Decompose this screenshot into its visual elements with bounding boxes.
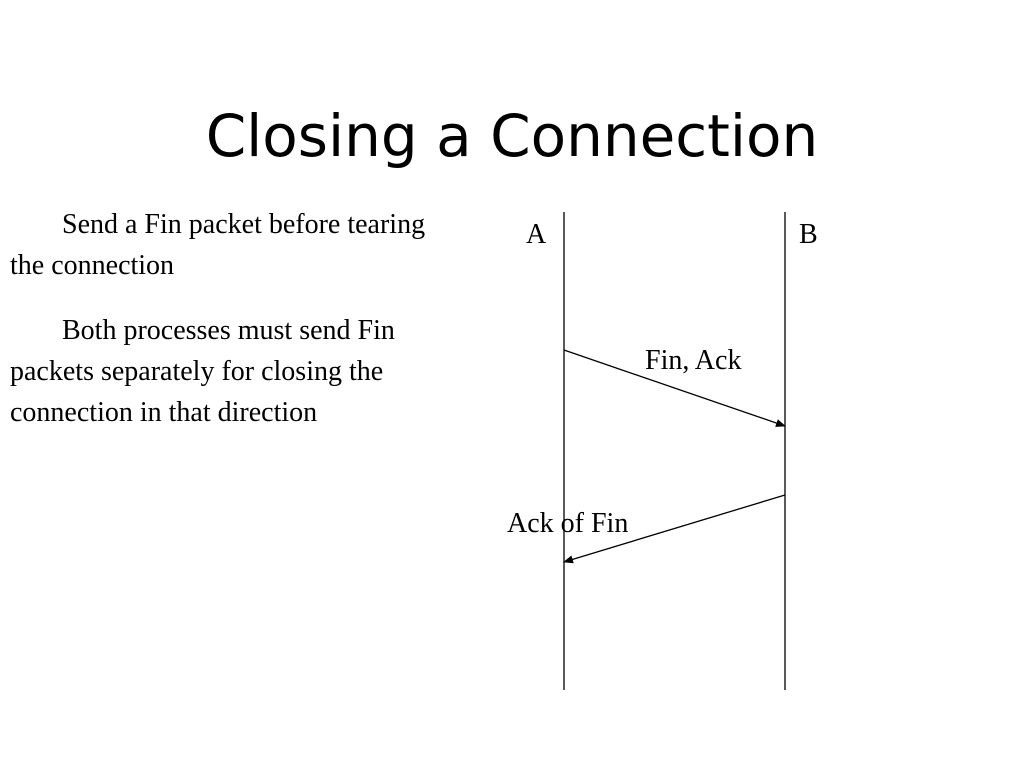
message-label-fin-ack: Fin, Ack — [645, 345, 741, 376]
endpoint-label-b: B — [799, 219, 818, 250]
message-label-ack-of-fin: Ack of Fin — [507, 508, 628, 539]
paragraph-both-processes: Both processes must send Fin packets sep… — [10, 315, 395, 428]
endpoint-label-a: A — [526, 219, 547, 250]
message-arrow-ack-of-fin — [563, 494, 786, 564]
paragraph-fin-packet: Send a Fin packet before tearing the con… — [10, 209, 426, 281]
slide-title: Closing a Connection — [205, 102, 819, 170]
message-arrow-fin-ack — [563, 349, 786, 427]
text-block: Send a Fin packet before tearing the con… — [10, 204, 430, 457]
